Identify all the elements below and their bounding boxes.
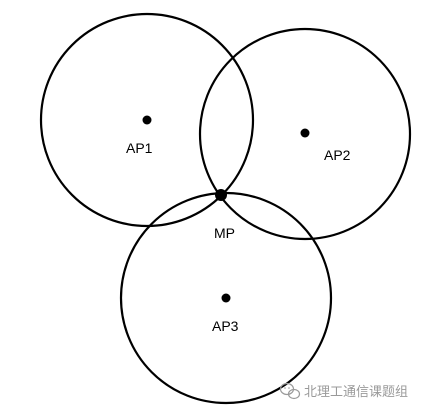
wechat-icon [279,382,301,400]
mp-label: MP [214,225,235,241]
ap1-coverage-circle [39,12,255,228]
watermark: 北理工通信课题组 [279,382,408,400]
ap2-label: AP2 [324,147,351,163]
watermark-text: 北理工通信课题组 [304,385,408,400]
ap1-dot [142,115,152,125]
ap3-label: AP3 [212,318,239,334]
ap2-dot [300,128,310,138]
ap3-dot [221,293,231,303]
mp-dot [215,189,227,201]
ap2-coverage-circle [198,27,412,241]
ap1-label: AP1 [126,140,153,156]
